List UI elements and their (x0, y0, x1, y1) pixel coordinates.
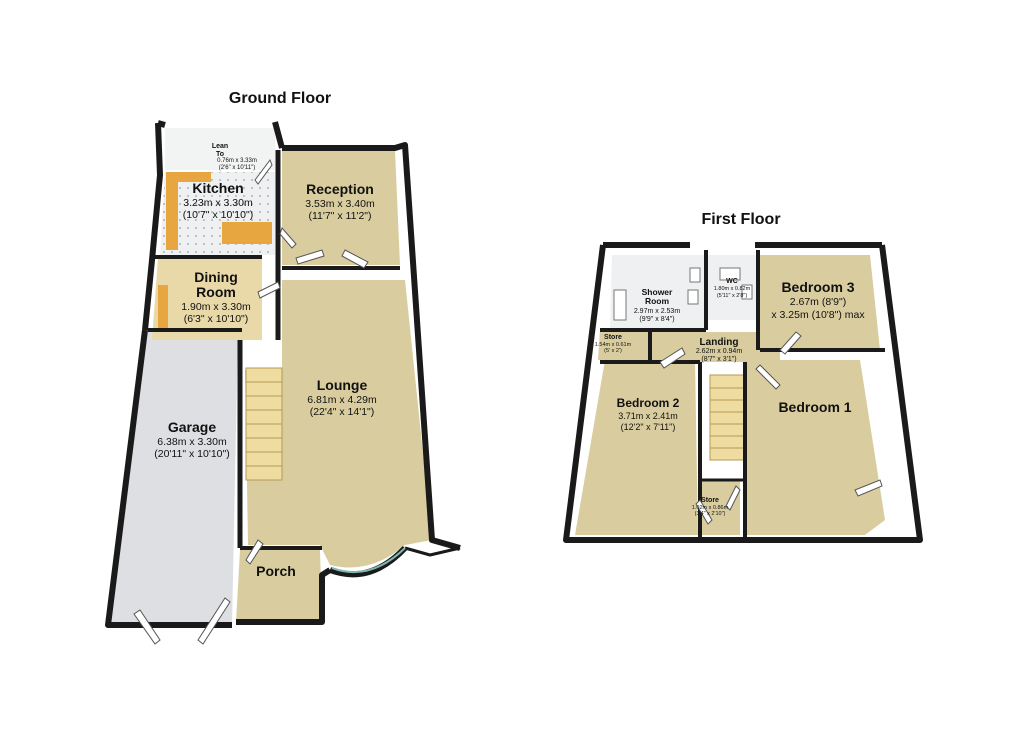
lean-to-floor (165, 128, 275, 170)
bedroom3-name: Bedroom 3 (781, 279, 854, 295)
dining-name-2: Room (196, 284, 236, 300)
reception-floor (282, 150, 400, 265)
landing-metric: 2.62m x 0.94m (696, 348, 742, 355)
dining-floor (152, 258, 262, 340)
store-a-imperial: (5' x 2') (604, 348, 622, 354)
bedroom3-floor (760, 255, 880, 350)
bedroom3-extra: x 3.25m (10'8") max (771, 309, 865, 321)
ground-floor-plan: Ground Floor Lean To 0.76m x 3.33m (2'6"… (105, 90, 461, 645)
bedroom2-floor (575, 360, 698, 535)
kitchen-counter-island (222, 222, 272, 244)
store-b-imperial: (3'4" x 2'10") (695, 511, 726, 517)
reception-metric: 3.53m x 3.40m (305, 198, 375, 210)
lounge-imperial: (22'4" x 14'1") (310, 406, 375, 418)
ground-floor-title: Ground Floor (229, 90, 331, 107)
wc-metric: 1.80m x 0.82m (714, 286, 751, 292)
bedroom3-metric: 2.67m (8'9") (790, 296, 847, 308)
reception-imperial: (11'7" x 11'2") (308, 210, 371, 222)
dining-counter (158, 285, 168, 330)
porch-floor (236, 550, 322, 622)
garage-imperial: (20'11" x 10'10") (154, 448, 229, 460)
porch-name: Porch (256, 563, 296, 579)
kitchen-imperial: (10'7" x 10'10") (183, 209, 253, 221)
dining-metric: 1.90m x 3.30m (181, 301, 251, 313)
first-doors (659, 331, 883, 525)
ground-doors (133, 158, 369, 645)
ground-stairs (245, 367, 283, 481)
lean-to-metric: 0.76m x 3.33m (217, 158, 257, 164)
kitchen-counter-left (166, 178, 178, 250)
first-floor-plan: First Floor Shower Room 2.97m x 2.53m (9… (563, 211, 923, 543)
lounge-name: Lounge (317, 377, 368, 393)
kitchen-counter-top (166, 172, 211, 182)
shower-fixtures (613, 267, 753, 321)
garage-metric: 6.38m x 3.30m (157, 436, 227, 448)
shower-metric: 2.97m x 2.53m (634, 308, 680, 315)
landing-name: Landing (700, 337, 739, 348)
first-floor-title: First Floor (701, 211, 780, 228)
bedroom2-name: Bedroom 2 (617, 396, 680, 410)
store-a-metric: 1.54m x 0.61m (595, 342, 632, 348)
landing-imperial: (8'7" x 3'1") (701, 356, 736, 363)
bedroom1-floor (745, 360, 885, 535)
store-b-metric: 1.02m x 0.86m (692, 505, 729, 511)
kitchen-name: Kitchen (192, 180, 243, 196)
wc-imperial: (5'11" x 2'8") (717, 293, 748, 299)
store-b-name: Store (701, 497, 719, 504)
bedroom2-imperial: (12'2" x 7'11") (621, 422, 676, 432)
shower-imperial: (9'9" x 8'4") (639, 316, 674, 323)
lounge-floor (245, 280, 432, 568)
lean-to-name-1: Lean (212, 143, 228, 150)
kitchen-metric: 3.23m x 3.30m (183, 197, 253, 209)
dining-imperial: (6'3" x 10'10") (184, 313, 249, 325)
lean-to-imperial: (2'6" x 10'11") (219, 165, 255, 171)
bay-window (331, 547, 406, 574)
lounge-metric: 6.81m x 4.29m (307, 394, 377, 406)
reception-name: Reception (306, 181, 374, 197)
garage-floor (108, 330, 238, 625)
bedroom2-metric: 3.71m x 2.41m (618, 411, 678, 421)
wc-name: WC (726, 278, 738, 285)
shower-name-2: Room (645, 296, 670, 306)
garage-name: Garage (168, 419, 216, 435)
store-a-name: Store (604, 334, 622, 341)
shower-floor (610, 255, 705, 330)
shower-name-1: Shower (642, 287, 673, 297)
dining-name-1: Dining (194, 269, 238, 285)
ground-walls (105, 120, 461, 628)
first-stairs (709, 374, 745, 461)
bedroom1-name: Bedroom 1 (778, 399, 851, 415)
store-a-floor (598, 330, 650, 360)
lean-to-name-2: To (216, 151, 224, 158)
